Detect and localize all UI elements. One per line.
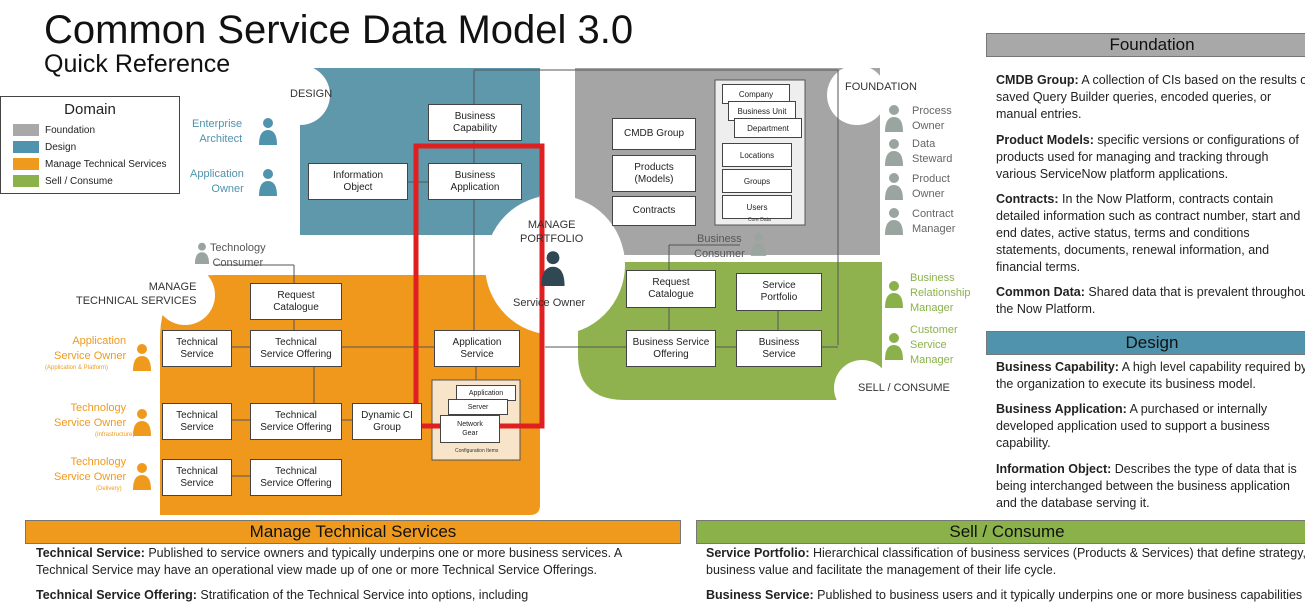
service-owner-icon <box>541 251 565 286</box>
technical-service-offering-box-3[interactable]: Technical Service Offering <box>250 459 342 496</box>
legend-swatch <box>13 124 39 136</box>
sell-entry-portfolio: Service Portfolio: Hierarchical classifi… <box>706 546 1305 577</box>
technical-entry-service: Technical Service: Published to service … <box>36 546 622 577</box>
ci-server-box[interactable]: Server <box>448 399 508 415</box>
groups-box[interactable]: Groups <box>722 169 792 193</box>
information-object-box[interactable]: Information Object <box>308 163 408 200</box>
legend-swatch <box>13 141 39 153</box>
application-service-box[interactable]: Application Service <box>434 330 520 367</box>
product-owner-label: Product Owner <box>912 173 950 200</box>
contracts-box[interactable]: Contracts <box>612 196 696 226</box>
technical-panel-header: Manage Technical Services <box>25 520 681 544</box>
legend-label: Sell / Consume <box>45 175 113 187</box>
legend-title: Domain <box>64 101 116 118</box>
foundation-entry-products: Product Models: specific versions or con… <box>996 133 1299 181</box>
legend-item-sell: Sell / Consume <box>13 174 113 188</box>
technical-entry-offering: Technical Service Offering: Stratificati… <box>36 588 529 602</box>
legend-swatch <box>13 158 39 170</box>
business-application-box[interactable]: Business Application <box>428 163 522 200</box>
business-relationship-manager-label: Business Relationship Manager <box>910 272 971 314</box>
business-service-offering-box[interactable]: Business Service Offering <box>626 330 716 367</box>
page-subtitle: Quick Reference <box>44 50 231 78</box>
request-catalogue-sell-box[interactable]: Request Catalogue <box>626 270 716 308</box>
technology-consumer-label: Technology Consumer <box>210 242 266 269</box>
department-box[interactable]: Department <box>734 118 802 138</box>
process-owner-icon <box>885 105 903 132</box>
cmdb-group-box[interactable]: CMDB Group <box>612 118 696 150</box>
legend-item-foundation: Foundation <box>13 123 95 137</box>
app-service-owner-label: Application Service Owner <box>54 335 127 362</box>
enterprise-architect-icon <box>259 118 277 145</box>
foundation-entry-common-data: Common Data: Shared data that is prevale… <box>996 285 1305 316</box>
technology-consumer-icon <box>194 242 210 264</box>
sell-region-label: SELL / CONSUME <box>858 382 950 394</box>
business-service-box[interactable]: Business Service <box>736 330 822 367</box>
design-region <box>300 68 540 235</box>
page-title: Common Service Data Model 3.0 <box>44 8 634 52</box>
legend-label: Foundation <box>45 124 96 136</box>
process-owner-label: Process Owner <box>912 105 952 132</box>
tech-owner-infra-icon <box>133 409 151 436</box>
customer-service-manager-icon <box>885 333 903 360</box>
products-models-box[interactable]: Products (Models) <box>612 155 696 192</box>
app-service-owner-note: (Application & Platform) <box>45 365 109 371</box>
service-portfolio-box[interactable]: Service Portfolio <box>736 273 822 311</box>
business-relationship-manager-icon <box>885 281 903 308</box>
ci-network-gear-box[interactable]: Network Gear <box>440 415 500 443</box>
design-panel-header: Design <box>986 331 1305 355</box>
request-catalogue-tech-box[interactable]: Request Catalogue <box>250 283 342 320</box>
portfolio-label: MANAGE PORTFOLIO <box>520 219 584 245</box>
design-entry-information-object: Information Object: Describes the type o… <box>996 462 1297 510</box>
product-owner-icon <box>885 173 903 200</box>
service-owner-label: Service Owner <box>513 297 586 309</box>
design-entry-capability: Business Capability: A high level capabi… <box>996 360 1305 391</box>
legend-item-design: Design <box>13 140 76 154</box>
technical-service-box-3[interactable]: Technical Service <box>162 459 232 496</box>
technical-service-offering-box-2[interactable]: Technical Service Offering <box>250 403 342 440</box>
design-entry-application: Business Application: A purchased or int… <box>996 402 1270 450</box>
application-owner-label: Application Owner <box>190 168 244 195</box>
users-box[interactable]: Users <box>722 195 792 219</box>
business-consumer-label: Business Consumer <box>694 233 745 260</box>
sell-region <box>578 262 882 400</box>
enterprise-architect-label: Enterprise Architect <box>192 118 243 145</box>
configuration-items-caption: Configuration Items <box>455 448 499 454</box>
technical-service-box-2[interactable]: Technical Service <box>162 403 232 440</box>
locations-box[interactable]: Locations <box>722 143 792 167</box>
business-consumer-icon <box>750 232 767 256</box>
foundation-region-label: FOUNDATION <box>845 81 917 93</box>
design-region-label: DESIGN <box>290 88 333 100</box>
domain-legend: Domain Foundation Design Manage Technica… <box>0 96 180 194</box>
customer-service-manager-label: Customer Service Manager <box>910 324 958 366</box>
application-owner-icon <box>259 169 277 196</box>
contract-manager-icon <box>885 208 903 235</box>
foundation-entry-contracts: Contracts: In the Now Platform, contract… <box>996 192 1301 274</box>
legend-label: Manage Technical Services <box>45 158 167 170</box>
tech-owner-delivery-icon <box>133 463 151 490</box>
technical-service-offering-box-1[interactable]: Technical Service Offering <box>250 330 342 367</box>
tech-owner-infra-note: (Infrastructure) <box>95 432 135 438</box>
foundation-panel-header: Foundation <box>986 33 1305 57</box>
legend-label: Design <box>45 141 77 153</box>
tech-owner-delivery-note: (Delivery) <box>96 486 122 492</box>
technical-service-box-1[interactable]: Technical Service <box>162 330 232 367</box>
app-service-owner-icon <box>133 344 151 371</box>
sell-entry-business-service: Business Service: Published to business … <box>706 588 1303 602</box>
tech-owner-infra-label: Technology Service Owner <box>54 402 127 429</box>
data-steward-icon <box>885 139 903 166</box>
legend-swatch <box>13 175 39 187</box>
tech-owner-delivery-label: Technology Service Owner <box>54 456 127 483</box>
core-data-caption: Core Data <box>748 217 771 223</box>
sell-panel-header: Sell / Consume <box>696 520 1305 544</box>
contract-manager-label: Contract Manager <box>912 208 956 235</box>
business-capability-box[interactable]: Business Capability <box>428 104 522 141</box>
foundation-entry-cmdb: CMDB Group: A collection of CIs based on… <box>996 73 1305 121</box>
dynamic-ci-group-box[interactable]: Dynamic CI Group <box>352 403 422 440</box>
data-steward-label: Data Steward <box>912 138 953 165</box>
legend-item-technical: Manage Technical Services <box>13 157 167 171</box>
technical-region-label: MANAGE TECHNICAL SERVICES <box>76 281 197 307</box>
